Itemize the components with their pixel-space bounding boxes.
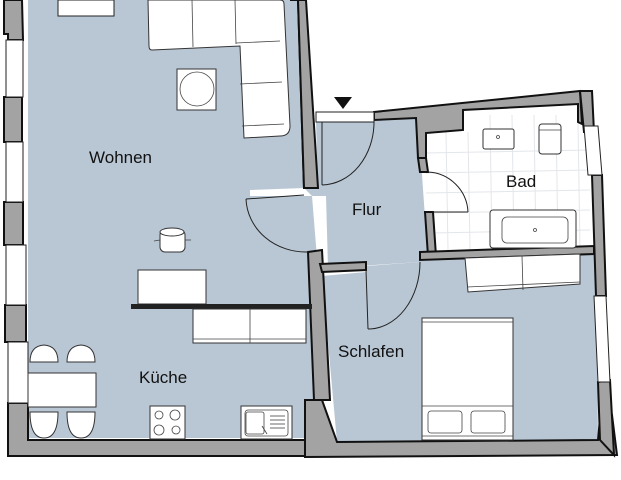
wall-left-top [3,0,25,41]
sink-icon [240,405,293,440]
bathtub-icon [489,209,577,249]
wall-wohnen-flur-b [296,0,320,189]
furniture-bad [482,123,577,249]
window-top-left [57,0,115,17]
window-bad [583,125,603,176]
ottoman [176,68,217,111]
label-flur: Flur [352,200,382,219]
stove-icon [149,405,186,440]
floor-flur [304,118,428,268]
label-kueche: Küche [139,368,187,387]
toilet-icon [538,123,562,155]
door-swing-schlafen [367,261,421,330]
window-left-2 [5,141,24,203]
window-left-3 [5,244,27,306]
furniture-wohnen [137,0,291,305]
windows [5,0,611,404]
label-schlafen: Schlafen [338,342,404,361]
wall-bad-flur-low [423,211,438,257]
dining-table [27,372,97,408]
room-labels: Wohnen Küche Flur Bad Schlafen [89,148,536,387]
window-left-4 [7,341,29,404]
window-left-1 [5,39,24,98]
wall-top-bad [373,89,584,159]
wall-stub-schlafen [318,260,367,274]
wall-bad-flur [416,157,430,173]
entrance-triangle-icon [334,97,352,109]
furniture-schlafen [421,253,581,441]
kitchen-counter-bar [131,304,312,309]
wardrobe [464,253,581,293]
bed [421,317,514,441]
armchair [153,227,191,253]
entrance-opening [315,111,375,123]
doors [245,121,469,330]
wall-left-2 [3,96,23,143]
furniture-kueche [27,308,307,440]
wall-left-3 [3,201,24,246]
door-swing-wohnen [245,198,309,253]
chairs [29,344,96,439]
washbasin-icon [482,128,515,150]
sofa [147,0,291,139]
kitchen-cabinet-upper [192,308,307,344]
window-schlafen [593,295,611,383]
desk [137,269,207,305]
door-swing-entrance [321,121,375,186]
label-bad: Bad [506,172,536,191]
wall-left-4 [4,304,27,343]
door-swing-bad [427,171,469,213]
wall-kueche-schlafen [306,248,332,401]
label-wohnen: Wohnen [89,148,152,167]
